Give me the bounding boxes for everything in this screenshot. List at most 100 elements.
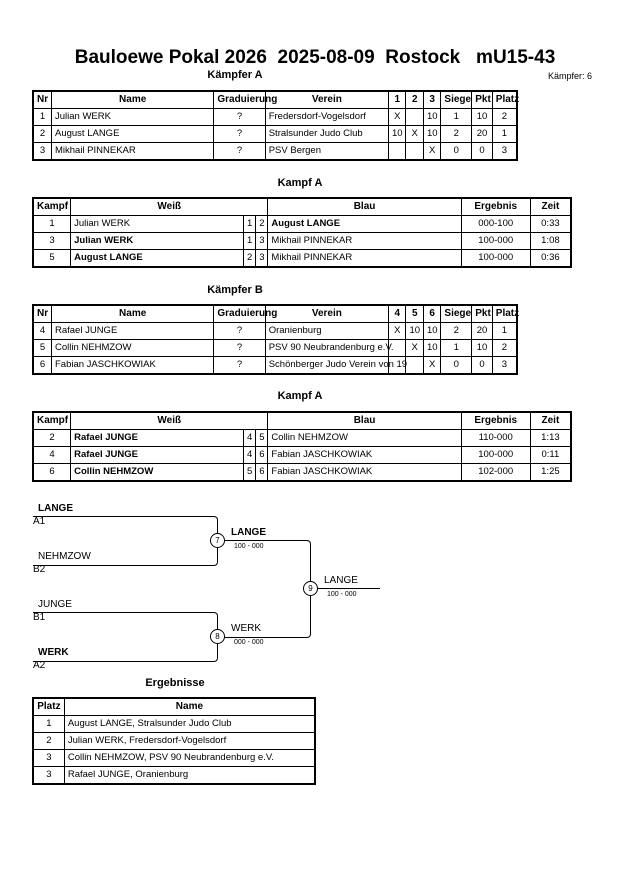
column-header: Weiß [70,197,269,216]
column-header: Verein [264,304,390,323]
blue-number: 2 [255,215,269,233]
fight-time: 1:25 [529,463,572,482]
column-header: Siege [440,304,473,323]
table-cell: 10 [422,125,442,143]
table-cell: Mikhail PINNEKAR [50,142,215,161]
fight-result: 000-100 [460,215,531,233]
fight-number: 3 [32,232,72,250]
table-cell: 10 [422,322,442,340]
table-cell: 0 [440,356,473,375]
result-place: 3 [32,749,65,767]
table-cell: August LANGE [50,125,215,143]
white-number: 4 [242,429,257,447]
table-cell: 3 [491,142,518,161]
table-cell: X [405,125,424,143]
table-cell: 1 [32,108,52,126]
table-cell: 1 [491,125,518,143]
white-fighter: Collin NEHMZOW [70,463,244,482]
table-cell: 5 [32,339,52,357]
column-header: Blau [267,197,462,216]
column-header: 2 [405,90,424,109]
table-cell [388,142,407,161]
white-fighter: Julian WERK [70,232,244,250]
fight-result: 100-000 [460,249,531,268]
column-header: Zeit [529,411,572,430]
white-number: 4 [242,446,257,464]
semi2-winner: WERK [231,623,261,634]
white-number: 1 [242,232,257,250]
column-header: Pkt [471,90,493,109]
table-cell: 10 [388,125,407,143]
fights-b-heading: Kampf A [277,390,323,402]
fight-result: 100-000 [460,446,531,464]
column-header: Platz [491,304,519,323]
table-cell: 2 [491,108,518,126]
table-cell: X [388,108,407,126]
table-cell: PSV 90 Neubrandenburg e.V. [264,339,394,357]
table-cell: 20 [471,125,493,143]
final-winner: LANGE [324,575,358,586]
table-cell: ? [213,322,266,340]
table-cell [405,142,424,161]
bracket-entry-2-name: NEHMZOW [38,551,91,562]
table-cell: Rafael JUNGE [50,322,215,340]
column-header: Blau [267,411,462,430]
column-header: Graduierung [213,90,277,109]
fight-time: 0:33 [529,215,572,233]
table-cell: 0 [440,142,473,161]
table-cell: ? [213,356,266,375]
table-cell: PSV Bergen [264,142,390,161]
column-header: Kampf [32,197,72,216]
table-cell: 0 [471,142,493,161]
blue-number: 3 [255,249,269,268]
fighters-count: Kämpfer: 6 [548,71,593,81]
result-name: Rafael JUNGE, Oranienburg [63,766,316,785]
column-header: 3 [422,90,442,109]
column-header: Platz [32,697,65,716]
table-cell: Fredersdorf-Vogelsdorf [264,108,390,126]
column-header: Weiß [70,411,269,430]
table-cell: ? [213,108,266,126]
white-fighter: Julian WERK [70,215,244,233]
fight-number: 2 [32,429,72,447]
column-header: 4 [388,304,407,323]
blue-fighter: August LANGE [267,215,462,233]
pool-b-heading: Kämpfer B [207,284,263,296]
table-cell: 10 [422,108,442,126]
result-place: 2 [32,732,65,750]
table-cell: Collin NEHMZOW [50,339,215,357]
column-header: Ergebnis [460,411,531,430]
table-cell: 3 [32,142,52,161]
bracket-entry-4-seed: A2 [33,660,46,671]
fight-result: 110-000 [460,429,531,447]
semi2-score: 000 - 000 [234,639,264,646]
table-cell: X [422,142,442,161]
result-place: 3 [32,766,65,785]
bracket-entry-1-seed: A1 [33,516,46,527]
semi1-score: 100 - 000 [234,543,264,550]
table-cell: 2 [440,125,473,143]
column-header: Nr [32,304,52,323]
result-name: Collin NEHMZOW, PSV 90 Neubrandenburg e.… [63,749,316,767]
bracket-entry-3-name: JUNGE [38,599,72,610]
table-cell [405,356,424,375]
column-header: Name [63,697,316,716]
table-cell: Julian WERK [50,108,215,126]
result-name: Julian WERK, Fredersdorf-Vogelsdorf [63,732,316,750]
column-header: 6 [422,304,442,323]
fight-number: 1 [32,215,72,233]
fight-time: 1:08 [529,232,572,250]
column-header: Siege [440,90,473,109]
white-fighter: Rafael JUNGE [70,429,244,447]
table-cell: Stralsunder Judo Club [264,125,390,143]
table-cell: 1 [440,108,473,126]
fight-number-badge: 7 [210,533,225,548]
column-header: Platz [491,90,519,109]
